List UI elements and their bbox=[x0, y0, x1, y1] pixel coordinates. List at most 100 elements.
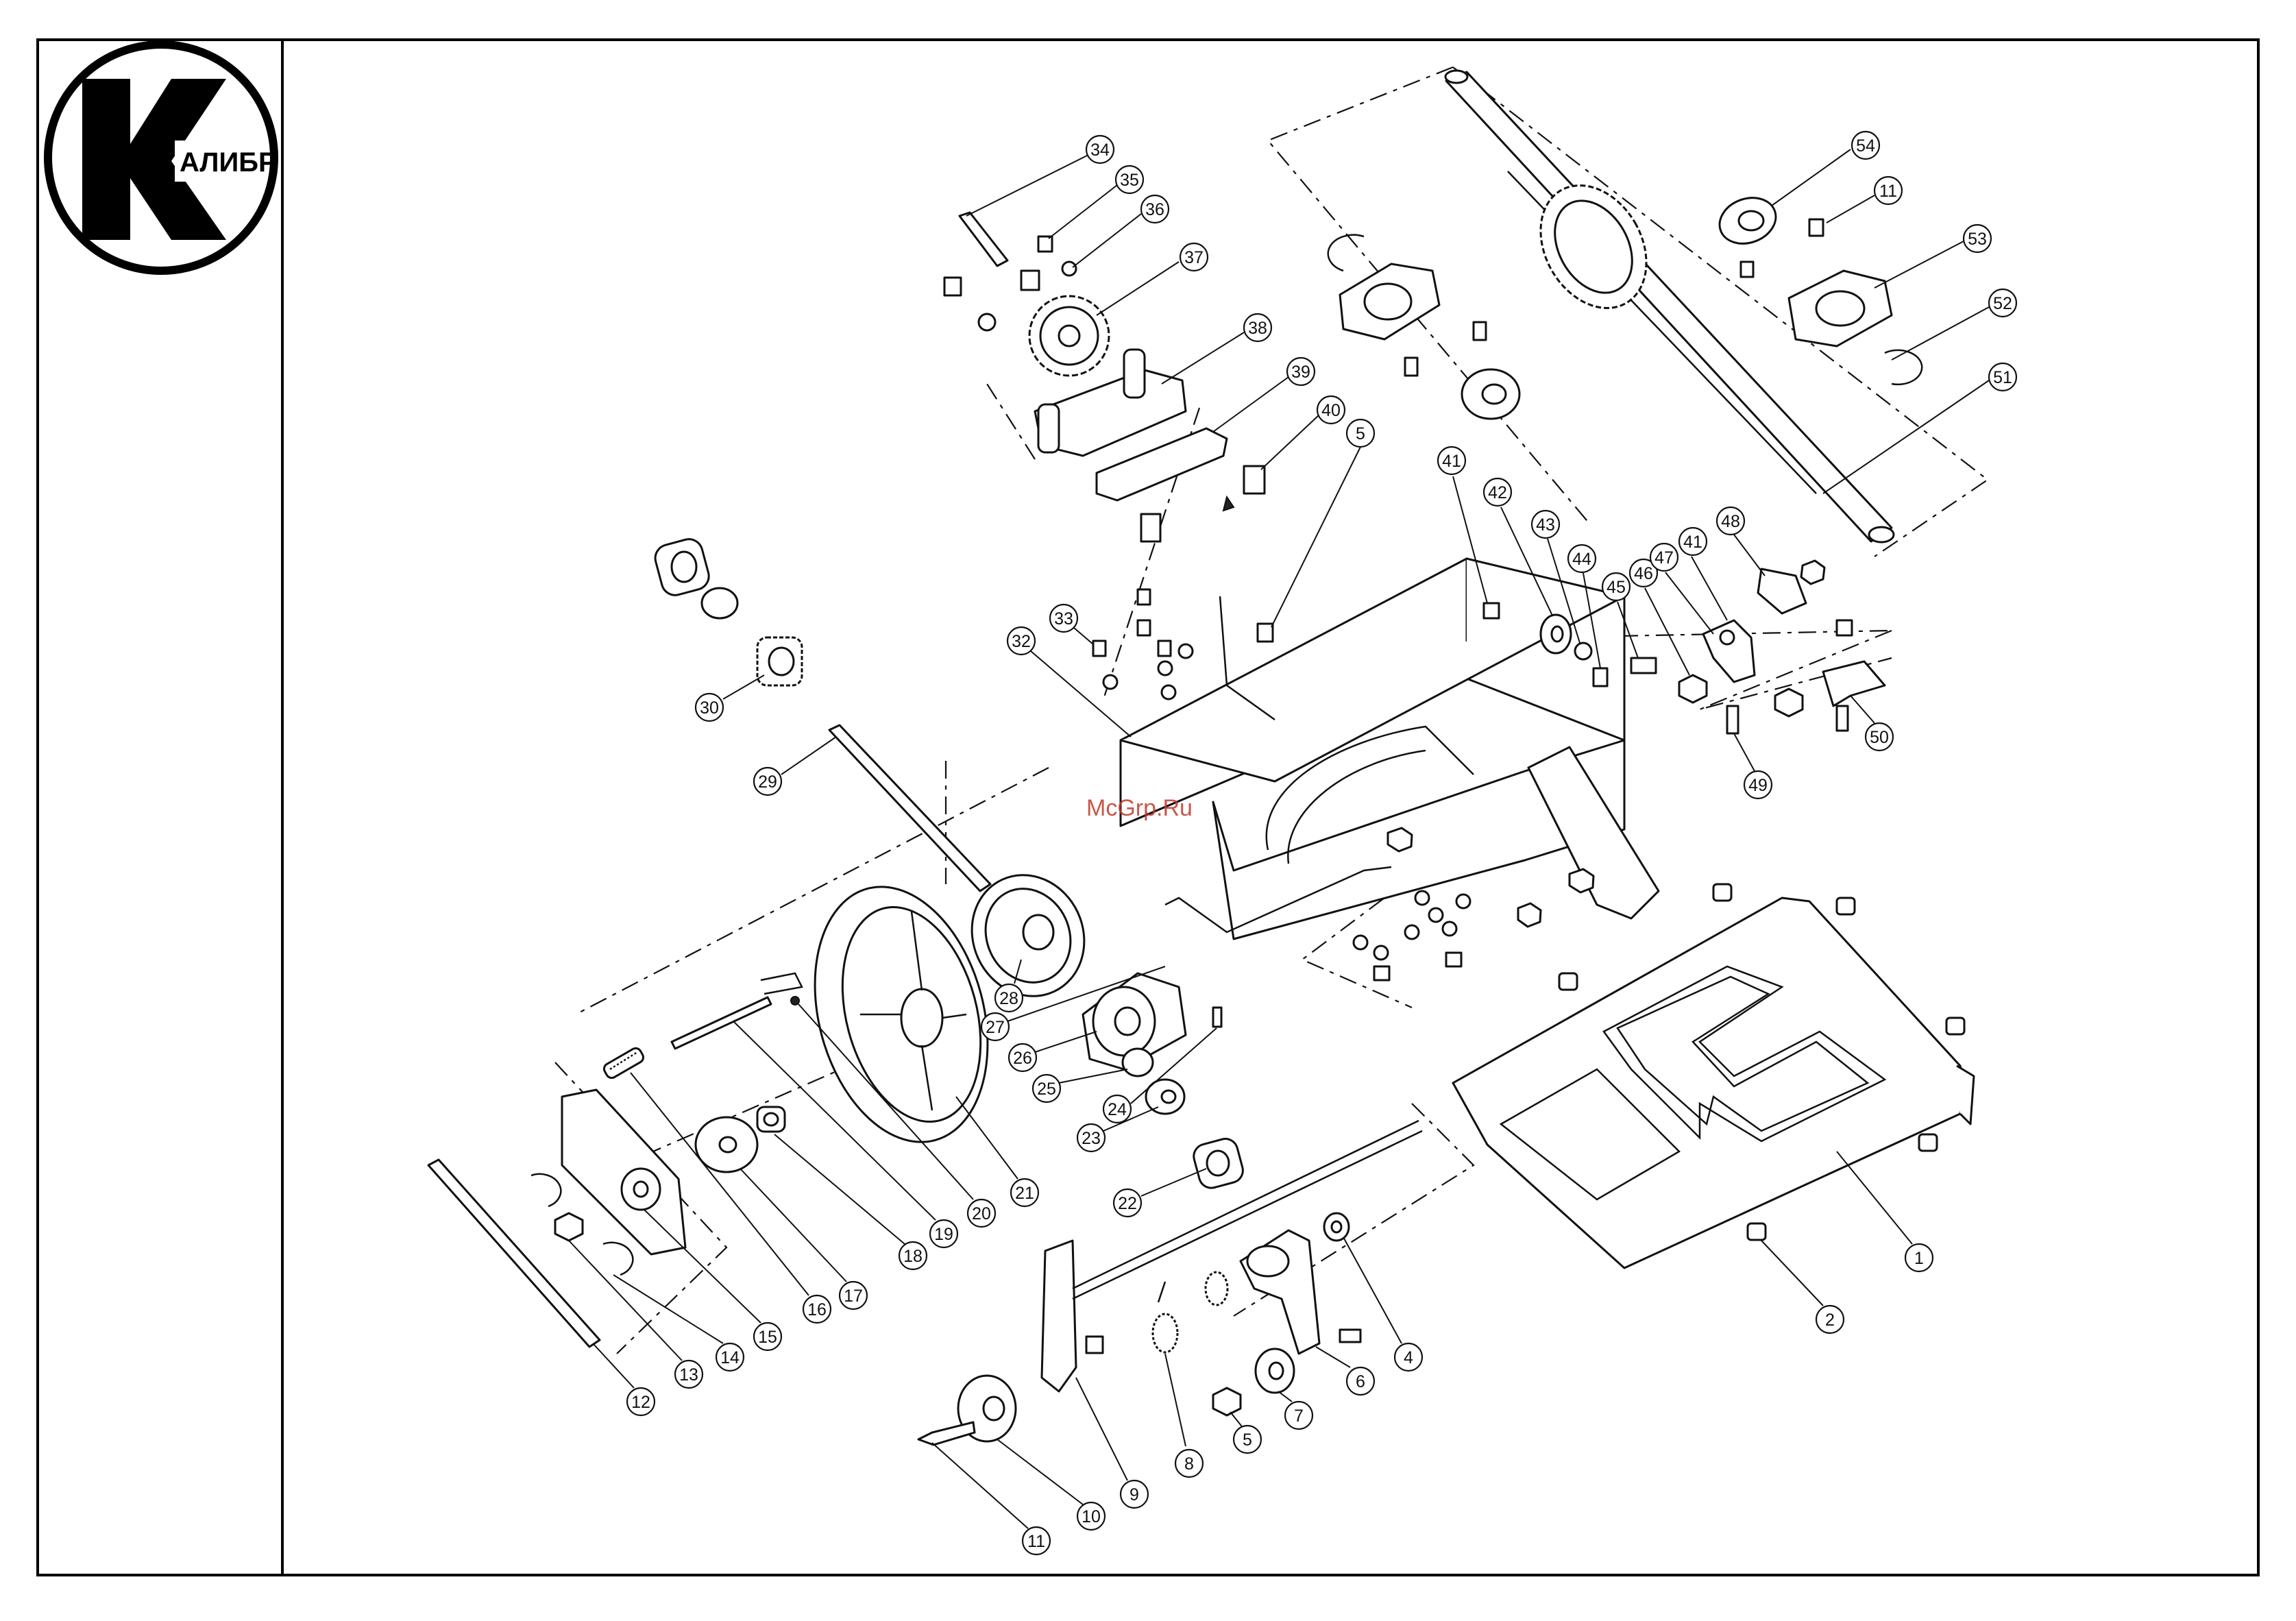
shaft-pin-34 bbox=[960, 212, 1007, 266]
washer-36 bbox=[1062, 262, 1076, 276]
callout-1-label: 1 bbox=[1914, 1249, 1924, 1268]
hook-20 bbox=[761, 973, 802, 994]
callout-2-label: 2 bbox=[1825, 1311, 1835, 1330]
callouts: 1 2 4 5 5 6 7 8 9 10 bbox=[569, 132, 2016, 1555]
callout-32-label: 32 bbox=[1012, 632, 1031, 651]
bushing-4 bbox=[1324, 1213, 1349, 1241]
nut-46 bbox=[1679, 675, 1707, 703]
nut-frame-c bbox=[1570, 869, 1593, 892]
fastener-cluster-33 bbox=[1093, 589, 1193, 699]
spring-pin-27 bbox=[1213, 1008, 1221, 1027]
bolt-flange-b bbox=[1405, 358, 1417, 376]
callout-23-label: 23 bbox=[1082, 1129, 1101, 1148]
bearing-housing-30a bbox=[652, 536, 712, 598]
callout-43-label: 43 bbox=[1536, 515, 1555, 535]
base-plate-1 bbox=[1453, 898, 1974, 1268]
callout-22-label: 22 bbox=[1118, 1194, 1137, 1213]
bushing-30b bbox=[702, 588, 737, 618]
callout-10-label: 10 bbox=[1082, 1507, 1101, 1526]
nut-50-left bbox=[1775, 689, 1803, 716]
callout-24-label: 24 bbox=[1108, 1100, 1127, 1119]
callout-37-label: 37 bbox=[1184, 248, 1204, 267]
brand-logo-text: АЛИБР bbox=[180, 147, 277, 178]
housing-22 bbox=[1191, 1136, 1246, 1191]
shaft-29 bbox=[829, 725, 990, 891]
circlip-left bbox=[1328, 235, 1364, 271]
roller-18 bbox=[696, 1117, 757, 1172]
callout-38-label: 38 bbox=[1248, 319, 1267, 338]
spring-8b bbox=[1206, 1272, 1228, 1305]
callout-40-label: 40 bbox=[1321, 401, 1341, 420]
callout-52-label: 52 bbox=[1993, 294, 2012, 313]
callout-25-label: 25 bbox=[1037, 1080, 1056, 1099]
bolt-50 bbox=[1837, 706, 1848, 731]
bearing-54 bbox=[1713, 191, 1783, 252]
bearing-left bbox=[1462, 369, 1519, 419]
bolt-plate bbox=[1141, 514, 1160, 541]
nut-5-lower bbox=[1213, 1388, 1241, 1415]
callout-34-label: 34 bbox=[1090, 141, 1110, 160]
callout-51-label: 51 bbox=[1993, 368, 2012, 387]
callout-11-upper-label: 11 bbox=[1879, 182, 1897, 201]
circlip-15 bbox=[531, 1174, 561, 1206]
callout-44-label: 44 bbox=[1572, 550, 1591, 569]
bolt-44 bbox=[1593, 668, 1607, 686]
nut-frame-b bbox=[1518, 903, 1541, 927]
callout-29-label: 29 bbox=[758, 772, 777, 792]
bolt-small bbox=[1741, 262, 1753, 277]
nut-41 bbox=[1484, 603, 1499, 618]
bushing-7 bbox=[1256, 1349, 1294, 1393]
callout-26-label: 26 bbox=[1013, 1049, 1032, 1068]
washer-gear-left bbox=[979, 314, 995, 330]
callout-14-label: 14 bbox=[720, 1348, 740, 1367]
callout-49-label: 49 bbox=[1748, 776, 1768, 795]
lever-47 bbox=[1703, 620, 1755, 682]
bolt-gear-left bbox=[944, 278, 961, 295]
callout-30-label: 30 bbox=[700, 698, 719, 718]
callout-41-right-label: 41 bbox=[1683, 533, 1702, 552]
washer-cluster-mid bbox=[1354, 891, 1470, 980]
washer-43 bbox=[1575, 643, 1591, 659]
circlip-52 bbox=[1885, 350, 1922, 385]
watermark: McGrp.Ru bbox=[1086, 795, 1193, 821]
callout-6-label: 6 bbox=[1356, 1372, 1365, 1391]
spring-link-19 bbox=[672, 997, 771, 1049]
bolt-11-top bbox=[1809, 219, 1823, 236]
bolt-flange-a bbox=[1474, 322, 1486, 340]
bolt-49 bbox=[1727, 706, 1738, 733]
bolt-45 bbox=[1631, 658, 1656, 673]
callout-5-lower-label: 5 bbox=[1243, 1430, 1252, 1450]
callout-50-label: 50 bbox=[1870, 728, 1889, 747]
callout-45-label: 45 bbox=[1607, 578, 1626, 597]
spring-8 bbox=[1153, 1282, 1177, 1352]
nut-9 bbox=[1086, 1337, 1103, 1353]
callout-16-label: 16 bbox=[807, 1300, 827, 1319]
pin-20 bbox=[791, 997, 799, 1005]
callout-35-label: 35 bbox=[1120, 171, 1139, 190]
callout-15-label: 15 bbox=[758, 1328, 777, 1347]
bolt-40 bbox=[1244, 466, 1265, 493]
callout-46-label: 46 bbox=[1634, 564, 1653, 583]
callout-4-label: 4 bbox=[1404, 1348, 1413, 1367]
bushing-36 bbox=[1021, 271, 1039, 290]
callout-41-left-label: 41 bbox=[1442, 452, 1461, 471]
brand-logo: АЛИБР bbox=[48, 45, 277, 271]
callout-19-label: 19 bbox=[934, 1225, 953, 1244]
nut-50-top bbox=[1837, 620, 1852, 635]
sprocket-gear bbox=[1519, 167, 1668, 328]
bolt-35 bbox=[1038, 236, 1052, 252]
pinion-gear-30 bbox=[757, 637, 802, 685]
callout-33-label: 33 bbox=[1054, 609, 1073, 629]
gear-37 bbox=[1029, 296, 1109, 376]
callout-28-label: 28 bbox=[999, 989, 1018, 1008]
circlip-25 bbox=[1123, 1049, 1153, 1076]
callout-12-label: 12 bbox=[631, 1393, 650, 1412]
callout-5-upper-label: 5 bbox=[1356, 424, 1365, 443]
callout-21-label: 21 bbox=[1015, 1184, 1034, 1203]
callout-8-label: 8 bbox=[1184, 1454, 1194, 1474]
callout-17-label: 17 bbox=[844, 1287, 863, 1306]
nut-48 bbox=[1801, 561, 1824, 584]
bearing-flange-53 bbox=[1789, 271, 1892, 346]
callout-9-label: 9 bbox=[1129, 1485, 1139, 1504]
